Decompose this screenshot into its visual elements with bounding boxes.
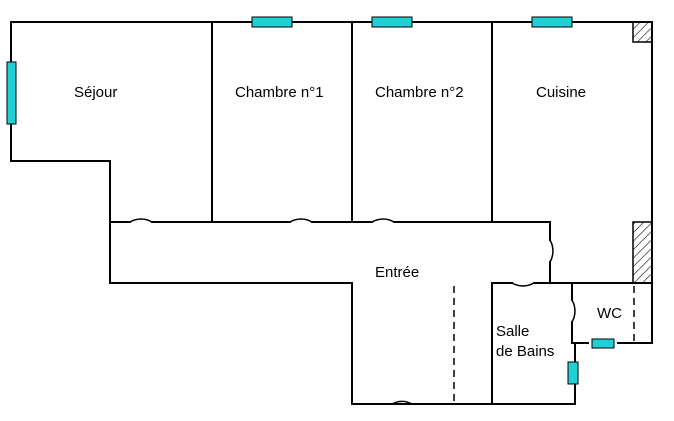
window-sejour: [6, 61, 17, 125]
door-entree: [391, 400, 413, 405]
window-cuisine: [531, 16, 573, 28]
label-cuisine: Cuisine: [536, 84, 586, 101]
dashed-partitions: [453, 286, 635, 404]
door-wc: [571, 299, 576, 323]
label-salle-de-bains-line2: de Bains: [496, 343, 554, 360]
label-entree: Entrée: [375, 264, 419, 281]
window-wc: [591, 338, 615, 349]
label-chambre2: Chambre n°2: [375, 84, 464, 101]
doors: [129, 218, 576, 405]
door-salle-de-bains: [511, 282, 535, 287]
door-sejour: [129, 218, 153, 223]
label-chambre1: Chambre n°1: [235, 84, 324, 101]
door-cuisine: [549, 239, 554, 263]
interior-walls: [109, 21, 653, 405]
label-salle-de-bains-line1: Salle: [496, 323, 529, 340]
door-chambre1: [289, 218, 313, 223]
hatched-block-top: [632, 21, 653, 43]
window-chambre1: [251, 16, 293, 28]
windows: [6, 16, 615, 385]
hatched-block-middle: [632, 221, 653, 284]
outer-walls: [10, 21, 653, 405]
hatched-blocks: [632, 21, 653, 284]
room-labels: Séjour Chambre n°1 Chambre n°2 Cuisine E…: [74, 84, 622, 360]
window-chambre2: [371, 16, 413, 28]
label-sejour: Séjour: [74, 84, 117, 101]
window-salle-de-bains: [567, 361, 579, 385]
label-wc: WC: [597, 305, 622, 322]
door-chambre2: [371, 218, 395, 223]
